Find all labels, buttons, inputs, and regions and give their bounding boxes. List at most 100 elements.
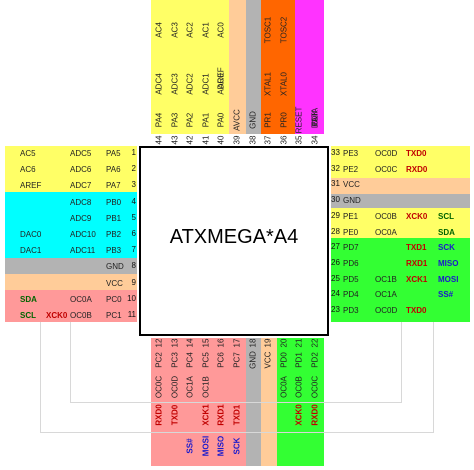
pin-func-1: ADC2	[185, 73, 195, 95]
pin-number: 31	[331, 179, 340, 189]
pin-func-2: AC4	[154, 22, 164, 38]
pin-func-1: OC0B	[294, 376, 304, 398]
pin-func-2: DAC0	[20, 230, 42, 239]
pin-number: 9	[131, 277, 136, 287]
pin-func-1: ADC6	[70, 165, 92, 175]
pin-func-2: AREF	[20, 181, 42, 191]
pin-name: PD5	[343, 274, 359, 284]
pin-number: 29	[331, 210, 340, 220]
pin-name: PA3	[170, 112, 180, 128]
pin-name: PC5	[201, 352, 211, 368]
pin-name: PC3	[170, 352, 180, 368]
pin-name: PE1	[343, 211, 359, 221]
pin-name: PA2	[185, 112, 195, 128]
pin-func-1: OC0A	[375, 227, 397, 237]
pin-name: PA7	[106, 181, 121, 191]
pin-number: 30	[331, 195, 340, 205]
top-orange-block	[261, 0, 295, 134]
pin-number: 44	[154, 135, 164, 145]
right-yellow-block-2	[331, 208, 470, 238]
pin-name: PD6	[343, 258, 359, 268]
top-peach-block	[229, 0, 246, 134]
pin-name: PD7	[343, 243, 359, 253]
pin-number: 32	[331, 163, 340, 173]
pin-func-1: OC1A	[185, 376, 195, 398]
pin-func-2: AC0	[216, 22, 226, 38]
pin-func-2: RXD0	[406, 164, 428, 174]
pin-name: PC6	[216, 352, 226, 368]
pin-name: PB1	[106, 213, 122, 223]
pin-number: 22	[310, 338, 320, 348]
pin-number: 27	[331, 242, 340, 252]
pin-number: 1	[131, 148, 136, 157]
pin-func-1: ADC11	[70, 246, 96, 256]
pin-func-2: XCK0	[46, 311, 68, 320]
pin-number: 20	[279, 338, 289, 348]
pin-number: 37	[263, 135, 273, 145]
pin-func-3: SDA	[438, 227, 455, 237]
pin-name: GND	[343, 196, 361, 206]
pin-number: 34	[310, 135, 320, 145]
right-yellow-block	[331, 146, 470, 178]
pin-name: PA4	[154, 112, 164, 128]
pin-func-1: OC1B	[201, 376, 211, 398]
top-yellow-block	[151, 0, 229, 134]
pin-func-3: MOSI	[201, 435, 211, 457]
pin-number: 21	[294, 338, 304, 348]
pin-func-1: OC0C	[310, 375, 320, 399]
pin-func-2: TXD1	[232, 404, 242, 426]
left-yellow-block	[5, 146, 137, 192]
pin-func-3: MISO	[438, 258, 459, 268]
pin-func-1: OC0D	[375, 149, 398, 158]
pin-name: PA1	[201, 112, 211, 128]
pin-name: RESET	[294, 106, 304, 134]
pin-func-3: AREF	[216, 67, 226, 89]
pin-func-1: XTAL0	[279, 72, 289, 96]
wire-2	[70, 322, 402, 403]
pin-number: 43	[170, 135, 180, 145]
pin-func-1: ADC8	[70, 197, 92, 207]
pin-func-2: TOSC2	[279, 16, 289, 44]
pin-func-2: TXD0	[170, 404, 180, 426]
left-red-block	[5, 290, 137, 322]
top-grey-block	[246, 0, 261, 134]
pin-func-2: RXD1	[406, 258, 428, 268]
pin-name: PD4	[343, 290, 359, 300]
chip-body: ATXMEGA*A4	[139, 146, 329, 336]
pin-number: 26	[331, 257, 340, 267]
pin-func-3: MOSI	[438, 274, 459, 284]
pin-number: 18	[248, 338, 258, 348]
pin-name: PR0	[279, 112, 289, 128]
pin-number: 16	[216, 338, 226, 348]
pin-number: 12	[154, 338, 164, 348]
pin-name: PB0	[106, 197, 122, 207]
pin-number: 7	[131, 245, 136, 255]
pin-number: 6	[131, 229, 136, 238]
pin-number: 28	[331, 226, 340, 236]
pin-func-2: XCK1	[406, 274, 428, 284]
pin-number: 39	[232, 135, 242, 145]
pin-number: 8	[131, 261, 136, 271]
pin-number: 5	[131, 212, 136, 222]
pin-name: PA5	[106, 149, 121, 158]
pin-name: PD2	[310, 352, 320, 368]
pin-func-1: OC0B	[375, 211, 397, 221]
pin-name: PC0	[106, 294, 122, 304]
pin-number: 40	[216, 135, 226, 145]
pin-name: PA6	[106, 165, 121, 175]
pin-number: 11	[127, 310, 136, 319]
pin-name: PC7	[232, 352, 242, 368]
pin-func-1: OC0A	[279, 376, 289, 398]
pin-func-3: SCL	[20, 311, 36, 320]
pin-name: PE2	[343, 164, 359, 174]
pin-name: GND	[248, 111, 258, 129]
pin-func-3: SCK	[232, 437, 242, 455]
pin-func-2: XCK0	[294, 404, 304, 426]
pin-func-1: OC1A	[375, 290, 397, 300]
pin-func-1: OC0D	[375, 306, 398, 315]
pin-number: 2	[131, 164, 136, 174]
pin-func-2: XCK0	[406, 211, 428, 221]
pin-name: PB3	[106, 246, 122, 256]
pin-func-2: AC1	[201, 22, 211, 38]
pin-name: VCC	[343, 180, 360, 190]
